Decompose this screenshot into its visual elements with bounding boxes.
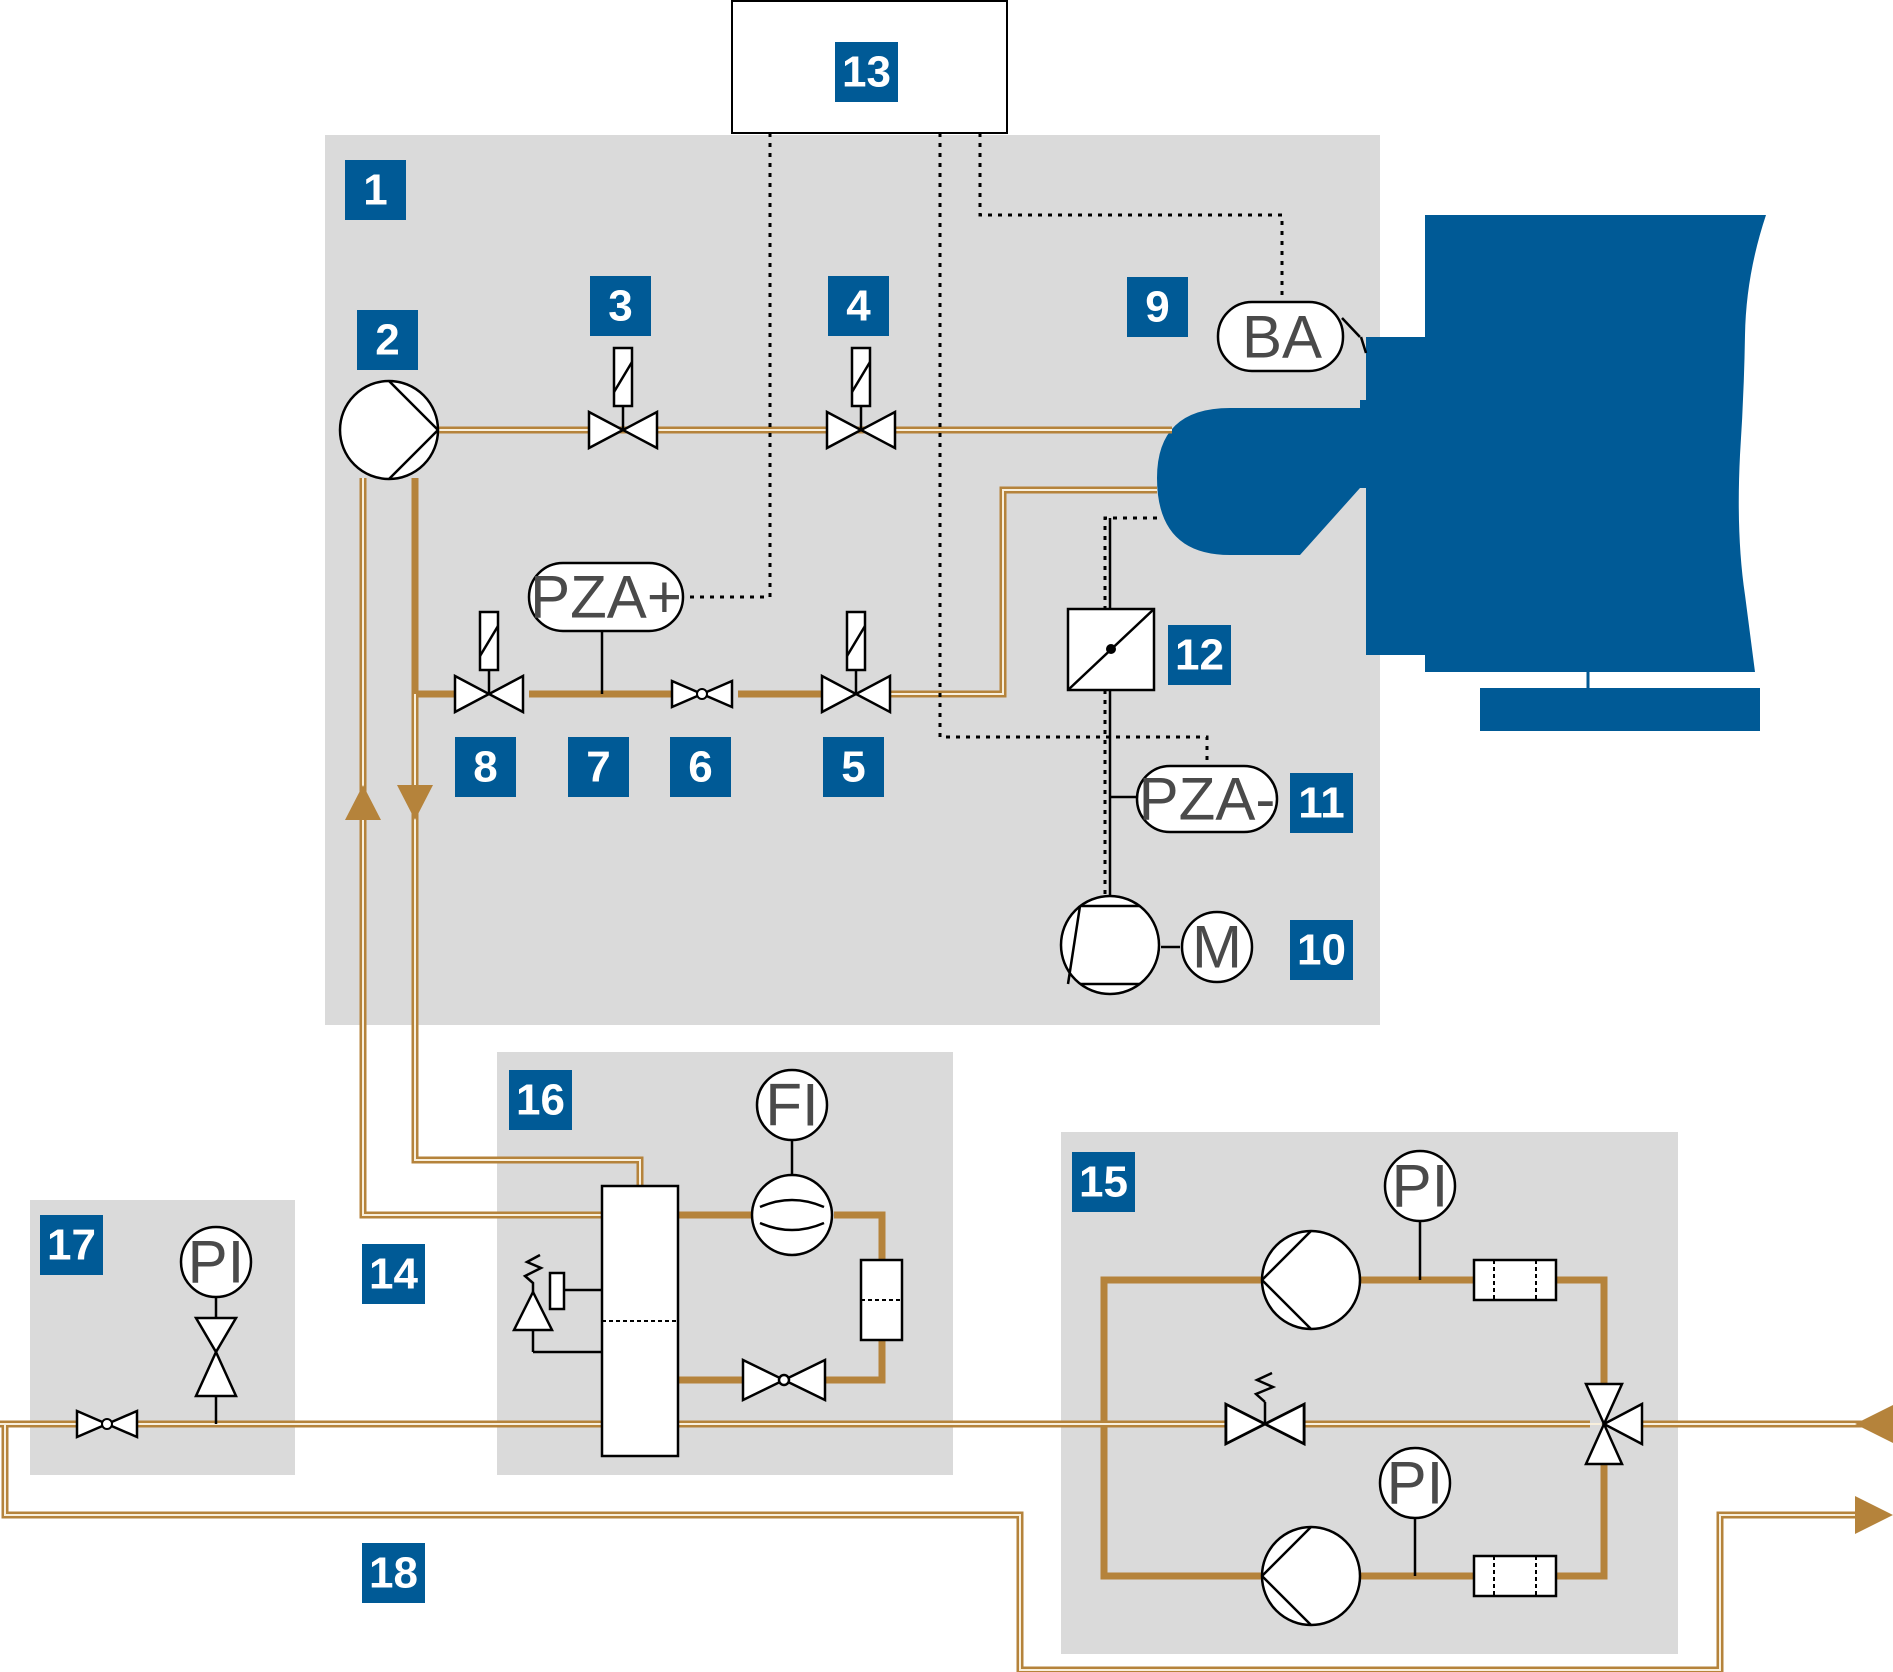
badge-4: 4 [828,276,889,336]
svg-text:11: 11 [1298,779,1345,828]
svg-text:8: 8 [473,743,497,792]
pi-top-label: PI [1392,1153,1449,1220]
svg-text:1: 1 [363,166,387,215]
flow-arrow-icon [345,785,381,820]
flow-arrow-icon [1855,1496,1893,1534]
check-valve-icon [741,1357,827,1403]
flow-arrow-icon [397,785,433,820]
filter-icon [859,1258,904,1342]
svg-text:3: 3 [608,282,632,331]
gear-pump-icon [1260,1525,1362,1627]
svg-text:9: 9 [1145,283,1169,332]
badge-11: 11 [1290,773,1353,833]
badge-17: 17 [40,1215,103,1275]
badge-8: 8 [455,737,516,797]
badge-15: 15 [1072,1152,1135,1212]
motor-label: M [1192,914,1242,981]
svg-text:16: 16 [516,1076,565,1125]
gear-pump-icon [338,379,440,481]
badge-5: 5 [823,737,884,797]
burner-icon [1157,215,1766,731]
pressure-gauge-icon: PI [1378,1446,1452,1576]
pressure-switch-icon: PZA- [1135,764,1279,834]
badge-10: 10 [1290,920,1353,980]
flame-detector-ba: BA [1216,300,1345,373]
control-box [731,0,1008,134]
pza-plus-label: PZA+ [530,564,682,631]
badge-9: 9 [1127,277,1188,337]
svg-text:2: 2 [375,316,399,365]
badge-12: 12 [1168,625,1231,685]
badge-2: 2 [357,310,418,370]
ba-label: BA [1242,304,1322,371]
oil-piping [0,426,1862,1672]
svg-text:15: 15 [1079,1158,1128,1207]
svg-text:5: 5 [841,743,865,792]
pi-bottom-label: PI [1387,1450,1444,1517]
badge-3: 3 [590,276,651,336]
gear-pump-icon [1260,1229,1362,1331]
pi-left-label: PI [188,1229,245,1296]
svg-text:7: 7 [586,743,610,792]
badge-7: 7 [568,737,629,797]
badge-14: 14 [362,1244,425,1304]
badge-13: 13 [835,42,898,102]
svg-text:12: 12 [1175,631,1224,680]
panel-pump-station [1061,1132,1678,1654]
pressure-gauge-icon: PI [1383,1149,1457,1280]
control-wiring [683,133,1284,895]
svg-text:6: 6 [688,743,712,792]
badge-18: 18 [362,1543,425,1603]
relief-valve-icon [511,1253,602,1354]
damper-actuator-icon [1066,607,1156,692]
compressor-icon [1059,894,1161,996]
badge-1: 1 [345,160,406,220]
three-way-valve-icon [1584,1382,1644,1466]
pressure-gauge-icon: PI [179,1225,253,1318]
relief-valve-icon [1224,1371,1306,1446]
svg-text:10: 10 [1297,926,1346,975]
svg-text:13: 13 [842,48,891,97]
panel-burner-unit [325,135,1380,1025]
motor-icon: M [1180,910,1254,984]
flow-meter-icon: FI [750,1068,834,1257]
badge-16: 16 [509,1070,572,1130]
fi-label: FI [765,1072,818,1139]
filter-icon [1472,1258,1558,1302]
svg-text:18: 18 [369,1549,418,1598]
pressure-switch-icon: PZA+ [527,561,685,633]
pza-minus-label: PZA- [1139,766,1276,833]
badge-6: 6 [670,737,731,797]
svg-text:14: 14 [369,1250,418,1299]
filter-icon [1472,1554,1558,1598]
svg-text:4: 4 [846,282,871,331]
svg-text:17: 17 [47,1221,96,1270]
flow-arrow-icon [1855,1405,1893,1443]
